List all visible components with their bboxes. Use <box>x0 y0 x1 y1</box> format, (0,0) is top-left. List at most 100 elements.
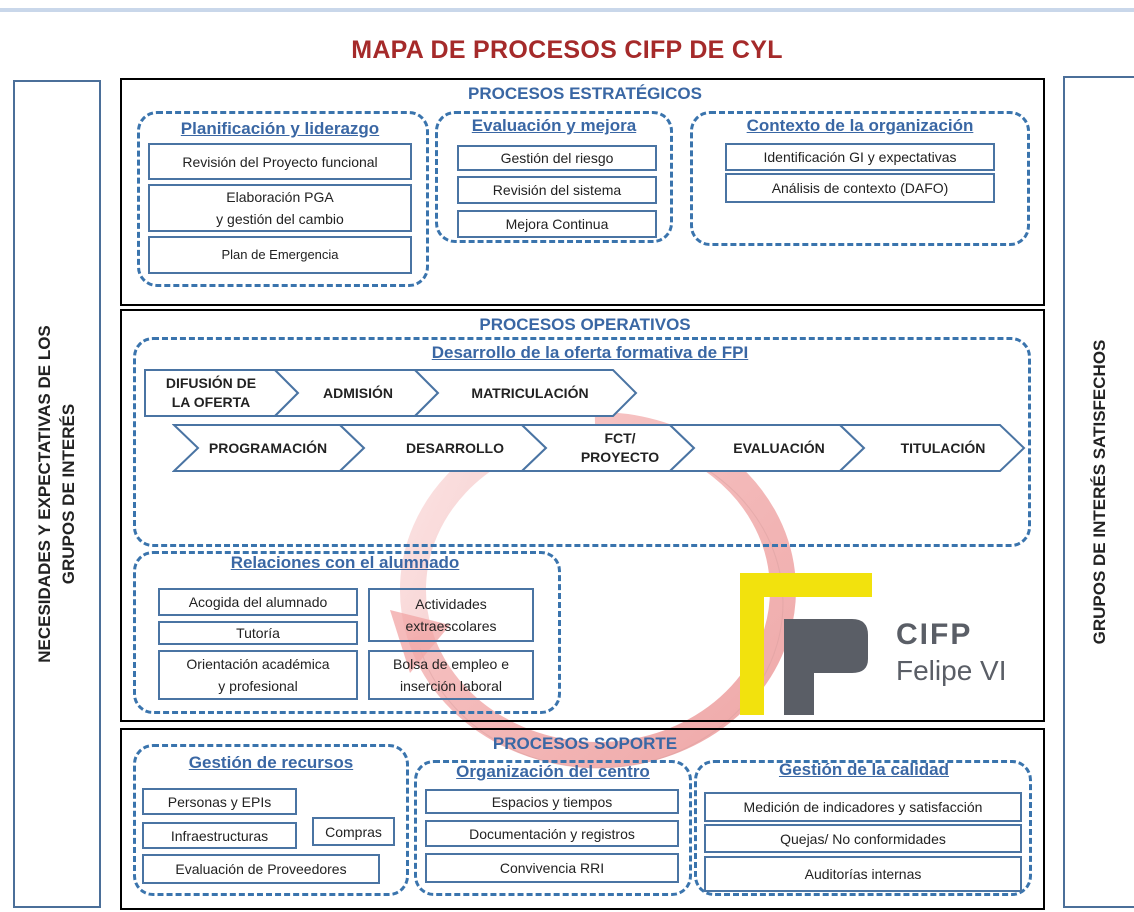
support-processes-title: PROCESOS SOPORTE <box>492 734 678 753</box>
process-label: Plan de Emergencia <box>221 247 339 262</box>
process-label: Gestión del riesgo <box>500 150 614 166</box>
strategic-processes-title: PROCESOS ESTRATÉGICOS <box>468 84 702 103</box>
process-label: Medición de indicadores y satisfacción <box>743 799 983 815</box>
planning-group-title: Planificación y liderazgo <box>180 119 380 138</box>
offer-flow-row1 <box>144 369 638 417</box>
flow-step-dissemination: DIFUSIÓN DE LA OFERTA <box>148 370 274 416</box>
offer-group <box>133 337 1031 547</box>
process-label: Convivencia RRI <box>499 860 605 876</box>
flow-step-certification: TITULACIÓN <box>868 425 1018 471</box>
left-side-panel: NECESIDADES Y EXPECTATIVAS DE LOS GRUPOS… <box>13 80 101 908</box>
process-label: Auditorías internas <box>804 866 922 882</box>
process-box: Mejora Continua <box>457 210 657 238</box>
process-label: Bolsa de empleo e <box>393 656 509 672</box>
process-label: inserción laboral <box>400 678 502 694</box>
process-box: Evaluación de Proveedores <box>142 854 380 884</box>
evaluation-group-title: Evaluación y mejora <box>471 116 637 135</box>
process-box: Identificación GI y expectativas <box>725 143 995 171</box>
flow-step-label: DESARROLLO <box>406 439 504 456</box>
context-group <box>690 111 1030 246</box>
process-label: y profesional <box>218 678 298 694</box>
flow-step-label: TITULACIÓN <box>900 439 986 456</box>
flow-step-development: DESARROLLO <box>380 425 530 471</box>
flow-step-label: PROGRAMACIÓN <box>208 439 328 456</box>
page-title: MAPA DE PROCESOS CIFP DE CYL <box>351 36 783 64</box>
operative-processes-title: PROCESOS OPERATIVOS <box>479 315 691 334</box>
cifp-logo-icon <box>740 573 872 715</box>
flow-step-programming: PROGRAMACIÓN <box>198 425 338 471</box>
process-label: Acogida del alumnado <box>188 594 328 610</box>
process-label: Actividades <box>415 596 487 612</box>
organization-group-title: Organización del centro <box>456 762 650 781</box>
top-rule <box>0 8 1134 12</box>
process-box: Medición de indicadores y satisfacción <box>704 792 1022 822</box>
flow-step-evaluation: EVALUACIÓN <box>704 425 854 471</box>
right-side-label: GRUPOS DE INTERÉS SATISFECHOS <box>1090 339 1109 645</box>
chevron-shape <box>837 424 1026 472</box>
right-side-panel: GRUPOS DE INTERÉS SATISFECHOS <box>1063 76 1134 908</box>
process-box: Orientación académica y profesional <box>158 650 358 700</box>
process-label: Revisión del Proyecto funcional <box>182 153 378 170</box>
process-label: Análisis de contexto (DAFO) <box>771 180 949 196</box>
process-label: Infraestructuras <box>170 827 269 844</box>
left-side-label: NECESIDADES Y EXPECTATIVAS DE LOS GRUPOS… <box>33 325 81 663</box>
process-box: Espacios y tiempos <box>425 789 679 814</box>
process-label: Revisión del sistema <box>492 182 622 198</box>
evaluation-group <box>435 111 673 243</box>
process-label: Evaluación de Proveedores <box>175 861 347 877</box>
operative-processes-section <box>120 309 1045 722</box>
process-label: Elaboración PGA <box>226 189 334 205</box>
process-box: Personas y EPIs <box>142 788 297 815</box>
process-box: Bolsa de empleo e inserción laboral <box>368 650 534 700</box>
chevron-shape <box>412 369 638 417</box>
process-box: Plan de Emergencia <box>148 236 412 274</box>
flow-step-label: ADMISIÓN <box>323 384 393 401</box>
flow-step-label: PROYECTO <box>580 449 660 465</box>
process-label: Personas y EPIs <box>167 793 272 810</box>
process-box: Convivencia RRI <box>425 853 679 883</box>
students-group-title: Relaciones con el alumnado <box>230 553 460 572</box>
flow-step-label: MATRICULACIÓN <box>471 384 589 401</box>
process-box: Compras <box>312 817 395 846</box>
flow-step-label: EVALUACIÓN <box>733 439 825 456</box>
context-group-title: Contexto de la organización <box>746 116 974 135</box>
flow-step-admission: ADMISIÓN <box>298 370 418 416</box>
left-side-label-line1: NECESIDADES Y EXPECTATIVAS DE LOS <box>35 325 54 663</box>
flow-step-label: LA OFERTA <box>171 394 251 410</box>
process-label: Identificación GI y expectativas <box>763 149 957 165</box>
logo-text-name: Felipe VI <box>896 655 1007 686</box>
logo-text-cifp: CIFP <box>896 618 973 651</box>
process-box: Documentación y registros <box>425 820 679 847</box>
left-side-label-line2: GRUPOS DE INTERÉS <box>59 403 78 585</box>
process-box: Elaboración PGA y gestión del cambio <box>148 184 412 232</box>
process-box: Quejas/ No conformidades <box>704 824 1022 853</box>
process-box: Gestión del riesgo <box>457 145 657 171</box>
process-label: Compras <box>325 823 382 840</box>
flow-step-fct-project: FCT/ PROYECTO <box>560 425 680 471</box>
resources-group-title: Gestión de recursos <box>188 753 354 772</box>
process-label: extraescolares <box>405 618 497 634</box>
process-box: Auditorías internas <box>704 856 1022 892</box>
quality-group <box>694 760 1032 896</box>
process-label: Tutoría <box>236 625 280 641</box>
support-processes-section <box>120 728 1045 910</box>
process-label: y gestión del cambio <box>216 211 344 227</box>
organization-group <box>414 760 692 896</box>
process-box: Actividades extraescolares <box>368 588 534 642</box>
process-label: Espacios y tiempos <box>491 793 613 810</box>
offer-group-title: Desarrollo de la oferta formativa de FPI <box>431 343 749 362</box>
process-label: Mejora Continua <box>505 216 609 232</box>
process-label: Documentación y registros <box>469 825 635 842</box>
process-box: Revisión del sistema <box>457 176 657 204</box>
resources-group <box>133 744 409 896</box>
students-group <box>133 551 561 714</box>
process-label: Quejas/ No conformidades <box>780 830 946 847</box>
flow-step-label: DIFUSIÓN DE <box>165 375 257 391</box>
quality-group-title: Gestión de la calidad <box>778 760 950 779</box>
flow-step-label: FCT/ <box>604 430 636 446</box>
process-box: Acogida del alumnado <box>158 588 358 616</box>
process-label: Orientación académica <box>186 656 330 672</box>
offer-flow-row2 <box>172 424 1026 472</box>
process-box: Revisión del Proyecto funcional <box>148 143 412 180</box>
process-box: Tutoría <box>158 621 358 645</box>
